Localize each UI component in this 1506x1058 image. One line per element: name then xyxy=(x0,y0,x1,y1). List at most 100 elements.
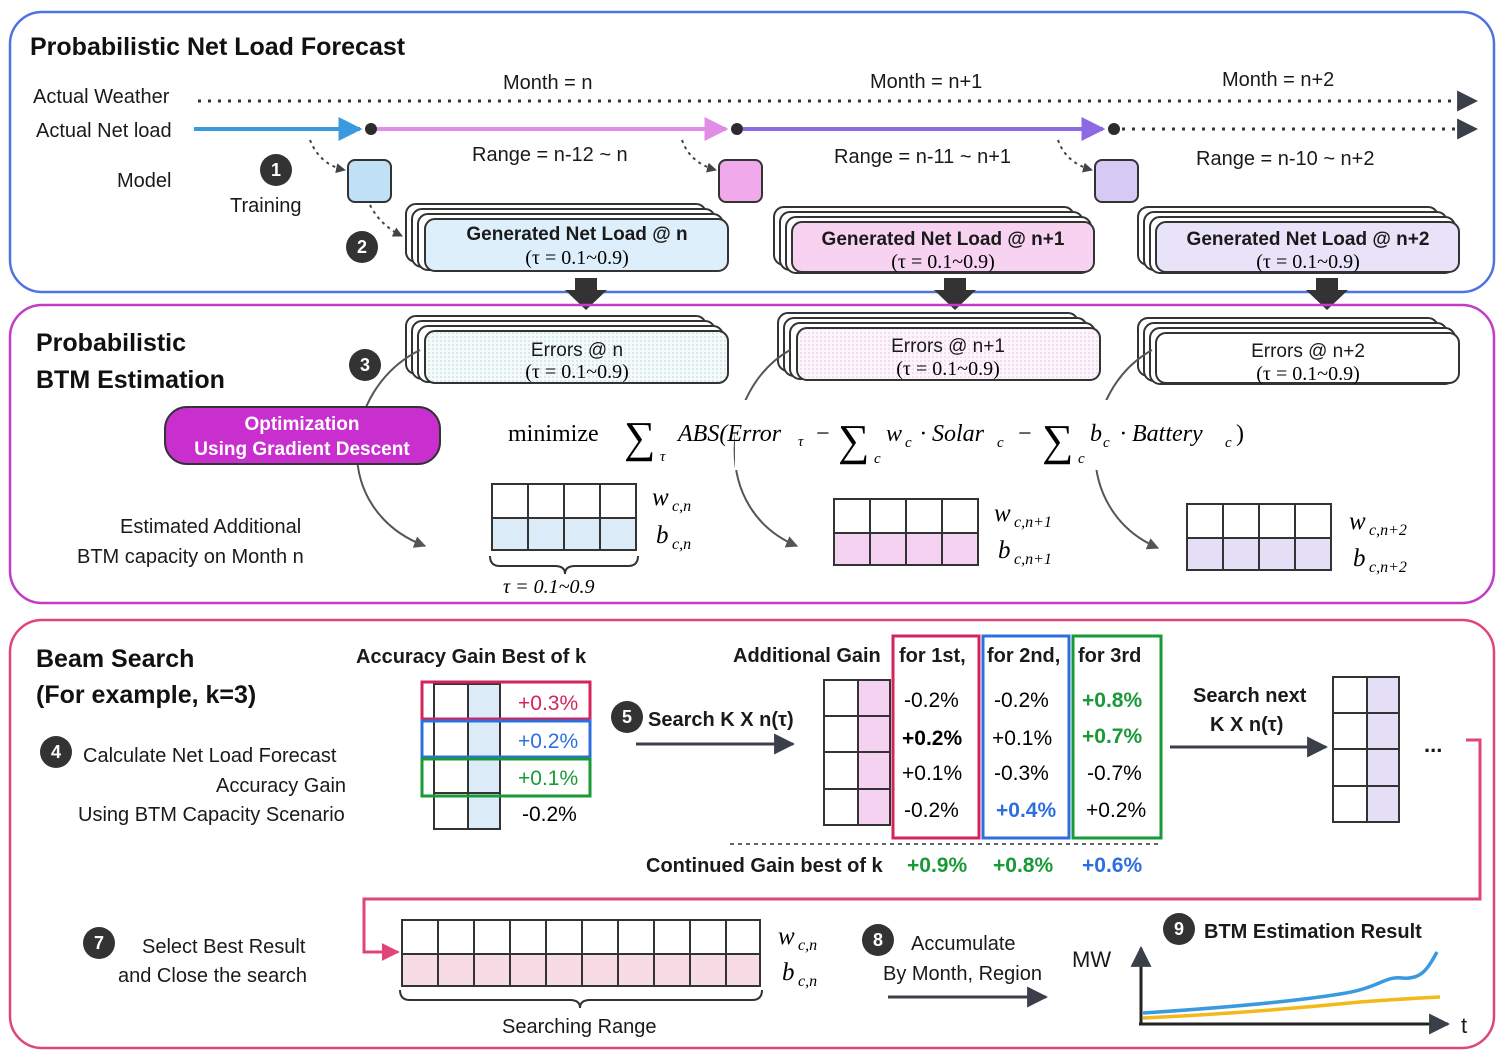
w-label-n: w c,n xyxy=(652,484,691,515)
btm-title-line2: BTM Estimation xyxy=(36,366,225,394)
svg-text:b: b xyxy=(656,522,669,549)
col-header-3rd: for 3rd xyxy=(1078,645,1141,667)
actual-net-load-label: Actual Net load xyxy=(36,120,172,142)
estimated-line2: BTM capacity on Month n xyxy=(77,546,304,568)
col3-value-2: +0.7% xyxy=(1082,725,1142,748)
errors-stack-n2: Errors @ n+2 (τ = 0.1~0.9) xyxy=(1137,317,1460,385)
col3-value-3: -0.7% xyxy=(1087,762,1142,785)
formula-sub-tau: τ xyxy=(660,449,666,465)
svg-text:∑: ∑ xyxy=(838,416,869,465)
errors-tau-n: (τ = 0.1~0.9) xyxy=(525,361,628,383)
optimization-line1: Optimization xyxy=(244,414,359,435)
svg-text:9: 9 xyxy=(1174,919,1184,939)
svg-text:c,n+2: c,n+2 xyxy=(1369,522,1407,539)
step-1-badge: 1 xyxy=(260,154,292,186)
down-arrow-n xyxy=(565,278,607,310)
select-line1: Select Best Result xyxy=(142,936,306,958)
month-label-n2: Month = n+2 xyxy=(1222,69,1334,91)
acc-gain-header: Accuracy Gain Best of k xyxy=(356,646,587,668)
errors-tau-n2: (τ = 0.1~0.9) xyxy=(1256,363,1359,385)
generated-label-n: Generated Net Load @ n xyxy=(466,224,687,245)
svg-text:∑: ∑ xyxy=(1042,416,1073,465)
down-arrow-n2 xyxy=(1306,278,1348,310)
accumulate-line1: Accumulate xyxy=(911,933,1016,955)
net-load-node-2 xyxy=(731,123,743,135)
result-chart xyxy=(1130,945,1451,1035)
down-arrow-n1 xyxy=(934,278,976,310)
step-8-badge: 8 xyxy=(862,924,894,956)
net-load-node-1 xyxy=(365,123,377,135)
col3-value-1: +0.8% xyxy=(1082,689,1142,712)
objective-formula: minimize ∑ τ ABS(Error τ − ∑ c w c · Sol… xyxy=(508,400,1244,470)
capacity-grid-n xyxy=(491,483,637,551)
final-b-label: b c,n xyxy=(782,959,817,990)
capacity-grid-n1 xyxy=(833,498,979,566)
col2-value-2: +0.1% xyxy=(992,727,1052,750)
svg-text:1: 1 xyxy=(271,160,281,180)
btm-title-line1: Probabilistic xyxy=(36,329,186,357)
svg-text:w: w xyxy=(1349,508,1366,535)
loop-connector xyxy=(362,738,1482,961)
formula-battery: · Battery xyxy=(1120,421,1203,447)
w-label-n1: w c,n+1 xyxy=(994,500,1052,531)
generated-stack-n2: Generated Net Load @ n+2 (τ = 0.1~0.9) xyxy=(1137,206,1460,274)
step-3-badge: 3 xyxy=(349,349,381,381)
candidate-grid xyxy=(823,679,891,826)
svg-text:b: b xyxy=(998,537,1011,564)
result-yellow-curve xyxy=(1142,995,1441,1020)
formula-close: ) xyxy=(1236,421,1244,447)
searching-range-label: Searching Range xyxy=(502,1016,657,1038)
search-range-brace xyxy=(399,989,763,1009)
forecast-title: Probabilistic Net Load Forecast xyxy=(30,33,406,61)
formula-b: b xyxy=(1090,421,1102,447)
acc-highlight-red xyxy=(420,680,592,721)
errors-label-n2: Errors @ n+2 xyxy=(1251,341,1365,362)
model-box-n xyxy=(347,159,392,203)
acc-value-3: +0.1% xyxy=(518,767,578,790)
ellipsis: ... xyxy=(1424,732,1442,757)
train-arrow-n1 xyxy=(681,139,717,173)
errors-label-n: Errors @ n xyxy=(531,340,623,361)
result-blue-curve xyxy=(1142,951,1439,1015)
range-label-n1: Range = n-11 ~ n+1 xyxy=(834,146,1011,168)
optimization-pill xyxy=(164,406,441,465)
col1-value-4: -0.2% xyxy=(904,799,959,822)
col3-value-4: +0.2% xyxy=(1086,799,1146,822)
col-header-2nd: for 2nd, xyxy=(987,645,1060,667)
gen-arrow-n xyxy=(369,204,403,237)
calc-line2: Accuracy Gain xyxy=(216,775,346,797)
svg-text:7: 7 xyxy=(94,933,104,953)
tau-range-label: τ = 0.1~0.9 xyxy=(503,576,594,598)
errors-label-n1: Errors @ n+1 xyxy=(891,336,1005,357)
generated-label-n1: Generated Net Load @ n+1 xyxy=(822,229,1065,250)
select-line2: and Close the search xyxy=(118,965,307,987)
col1-value-3: +0.1% xyxy=(902,762,962,785)
forecast-section xyxy=(8,10,1496,294)
accumulate-line2: By Month, Region xyxy=(883,963,1042,985)
formula-sub-c3: c xyxy=(997,435,1004,451)
next-grid xyxy=(1332,676,1400,823)
svg-text:c,n+2: c,n+2 xyxy=(1369,559,1407,576)
formula-w: w xyxy=(886,421,902,447)
acc-highlight-blue xyxy=(420,719,592,759)
svg-text:3: 3 xyxy=(360,355,370,375)
search-next-line1: Search next xyxy=(1193,685,1307,707)
svg-text:c,n+1: c,n+1 xyxy=(1014,551,1052,568)
training-label: Training xyxy=(230,195,302,217)
additional-gain-header: Additional Gain xyxy=(733,645,881,667)
final-w-label: w c,n xyxy=(778,923,817,954)
col-header-1st: for 1st, xyxy=(899,645,966,667)
t-axis-label: t xyxy=(1461,1013,1467,1038)
net-load-node-3 xyxy=(1108,123,1120,135)
calc-line1: Calculate Net Load Forecast xyxy=(83,745,337,767)
formula-sub-c1: c xyxy=(874,451,881,467)
svg-text:c,n: c,n xyxy=(672,536,691,553)
search-next-line2: K X n(τ) xyxy=(1210,714,1283,736)
errors-stack-n1: Errors @ n+1 (τ = 0.1~0.9) xyxy=(777,312,1101,381)
generated-tau-n: (τ = 0.1~0.9) xyxy=(525,247,628,269)
calc-line3: Using BTM Capacity Scenario xyxy=(78,804,345,826)
formula-minimize: minimize xyxy=(508,421,599,447)
svg-text:c,n: c,n xyxy=(672,498,691,515)
svg-text:5: 5 xyxy=(622,707,632,727)
svg-text:c,n: c,n xyxy=(798,973,817,990)
